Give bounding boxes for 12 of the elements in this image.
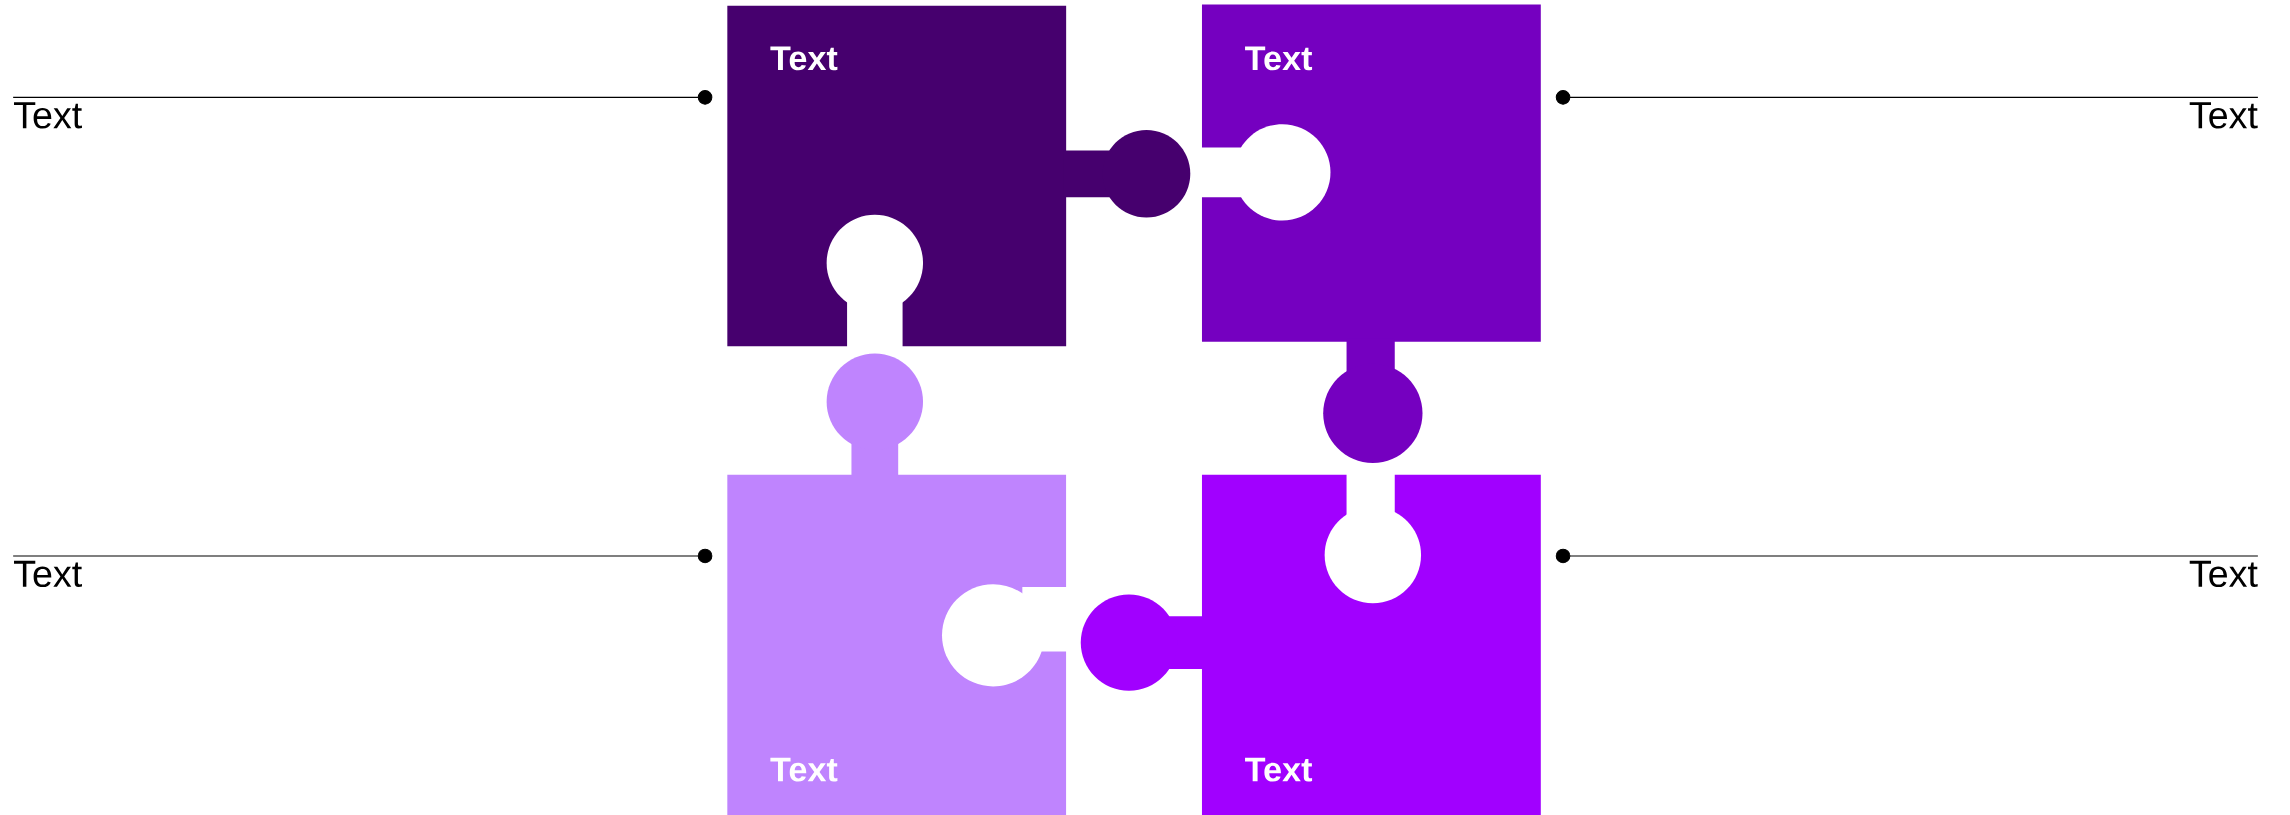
label-text: Text: [14, 560, 82, 588]
leader-line: [1555, 548, 2259, 564]
puzzle-piece: Text: [727, 5, 1191, 350]
puzzle-piece: Text: [1199, 4, 1541, 463]
label-text: Text: [2189, 560, 2258, 588]
leader-line: [12, 548, 713, 564]
puzzle-piece: Text: [727, 353, 1070, 815]
leader-line: [12, 90, 713, 105]
leader-line: [1555, 90, 2259, 105]
puzzle-piece: Text: [1080, 471, 1541, 815]
label-text: Text: [14, 102, 82, 129]
label-text: Text: [2189, 102, 2258, 129]
